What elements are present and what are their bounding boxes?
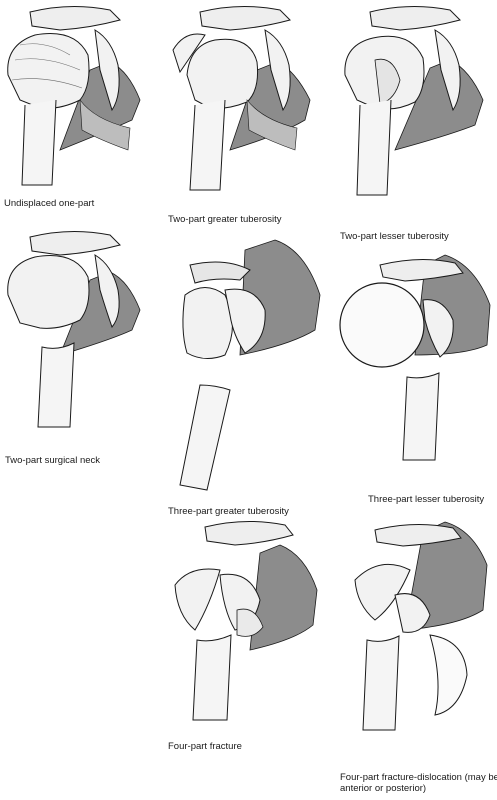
panel-caption: Two-part greater tuberosity: [168, 214, 282, 225]
panel-caption: Three-part greater tuberosity: [168, 506, 289, 517]
panel-four-part-fracture: Four-part fracture: [165, 515, 335, 765]
panel-caption: Two-part lesser tuberosity: [340, 231, 449, 242]
panel-two-part-greater-tuberosity: Two-part greater tuberosity: [165, 0, 335, 230]
shoulder-illustration: [344, 5, 484, 196]
panel-two-part-lesser-tuberosity: Two-part lesser tuberosity: [335, 0, 497, 245]
panel-caption: Three-part lesser tuberosity: [368, 494, 485, 505]
shoulder-illustration: [354, 521, 488, 731]
panel-caption: Four-part fracture: [168, 741, 242, 752]
shoulder-illustration: [7, 5, 141, 186]
shoulder-illustration: [339, 254, 491, 461]
panel-three-part-greater-tuberosity: Three-part greater tuberosity: [165, 235, 335, 520]
shoulder-illustration: [174, 520, 318, 721]
panel-caption: Four-part fracture-dislocation (may be a…: [340, 772, 497, 794]
panel-four-part-fracture-dislocation: Four-part fracture-dislocation (may be a…: [335, 510, 497, 800]
shoulder-illustration: [172, 5, 311, 191]
panel-caption: Undisplaced one-part: [4, 198, 95, 209]
panel-two-part-surgical-neck: Two-part surgical neck: [0, 225, 165, 470]
shoulder-illustration: [179, 239, 321, 491]
panel-three-part-lesser-tuberosity: Three-part lesser tuberosity: [335, 245, 497, 520]
panel-caption: Two-part surgical neck: [5, 455, 101, 466]
panel-undisplaced-one-part: Undisplaced one-part: [0, 0, 165, 230]
shoulder-illustration: [7, 230, 141, 428]
